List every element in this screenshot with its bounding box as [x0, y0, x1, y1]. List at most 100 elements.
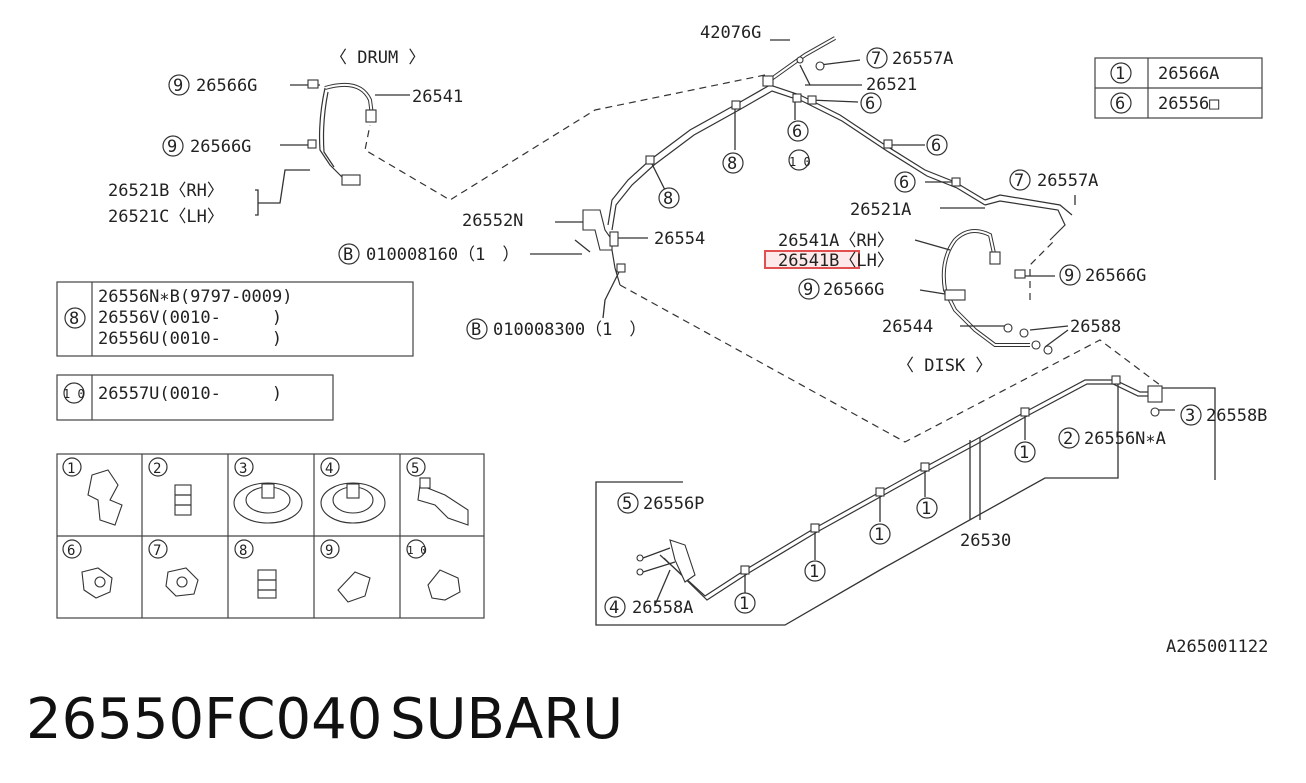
- marker-4: 4: [604, 596, 626, 618]
- svg-text:7: 7: [871, 49, 881, 69]
- callout-26521C: 26521C〈LH〉: [108, 207, 224, 227]
- svg-text:1 0: 1 0: [407, 544, 427, 557]
- clip-cell: 8: [234, 539, 277, 599]
- marker-1: 1: [734, 592, 756, 614]
- svg-text:9: 9: [173, 76, 183, 96]
- callout-26541A: 26541A〈RH〉: [778, 231, 894, 251]
- svg-text:4: 4: [609, 598, 619, 618]
- dashed-outlines: [364, 74, 1161, 443]
- clip-cell: 4: [320, 457, 386, 524]
- marker-3: 3: [1180, 404, 1202, 426]
- section-label-drum: 〈 DRUM 〉: [330, 48, 425, 68]
- highlighted-part-box: [764, 250, 860, 269]
- marker-7: 7: [1009, 169, 1031, 191]
- svg-text:8: 8: [69, 309, 79, 329]
- marker-10: 1 0: [788, 149, 811, 171]
- clip-cell: 1: [62, 457, 123, 526]
- circle-markers: 9 9 7 6 6 1 0 8 8 6 6 7 B B 9 9 3 2 1 1 …: [162, 47, 1202, 618]
- svg-text:9: 9: [325, 543, 333, 559]
- svg-text:26566A: 26566A: [1158, 64, 1219, 84]
- marker-bolt: B: [466, 318, 488, 340]
- callout-26558B: 26558B: [1206, 406, 1267, 426]
- clip-cell: 6: [62, 539, 113, 599]
- disk-assembly: [914, 229, 1069, 355]
- callout-26566G-a: 26566G: [196, 76, 257, 96]
- svg-text:1: 1: [739, 594, 749, 614]
- callout-26558A: 26558A: [632, 598, 693, 618]
- variant-row: 26556N∗B(9797-0009): [98, 287, 292, 307]
- marker-1: 1: [869, 523, 891, 545]
- svg-text:6: 6: [865, 94, 875, 114]
- marker-7: 7: [866, 47, 888, 69]
- marker-6: 6: [894, 171, 916, 193]
- marker-9: 9: [798, 278, 820, 300]
- callout-26521A: 26521A: [850, 200, 911, 220]
- svg-text:9: 9: [803, 280, 813, 300]
- clip-cell: 5: [406, 457, 469, 526]
- callout-26541: 26541: [412, 87, 463, 107]
- svg-text:4: 4: [325, 461, 333, 477]
- marker-2: 2: [1058, 427, 1080, 449]
- callout-26566G-c: 26566G: [823, 280, 884, 300]
- callout-26557A-right: 26557A: [1037, 171, 1098, 191]
- svg-text:1: 1: [921, 499, 931, 519]
- brand-name: SUBARU: [390, 687, 623, 752]
- marker-8: 8: [658, 187, 680, 209]
- clip-cell: 7: [148, 539, 199, 597]
- svg-text:1: 1: [1019, 443, 1029, 463]
- callout-labels: 〈 DRUM 〉 〈 DISK 〉 42076G 26557A 26521 26…: [108, 23, 1268, 657]
- clip-grid: 1 2 3 4 5 6 7: [56, 453, 485, 619]
- svg-text:6: 6: [792, 122, 802, 142]
- variant-table-8: 8 26556N∗B(9797-0009) 26556V(0010- ) 265…: [56, 281, 414, 357]
- svg-text:1 0: 1 0: [63, 387, 85, 401]
- svg-text:1: 1: [809, 562, 819, 582]
- marker-6: 6: [926, 134, 948, 156]
- callout-26556NA: 26556N∗A: [1084, 429, 1166, 449]
- svg-text:6: 6: [931, 136, 941, 156]
- clip-cell: 2: [148, 457, 192, 516]
- part-number: 26550FC040: [26, 687, 382, 752]
- callout-26588: 26588: [1070, 317, 1121, 337]
- svg-text:8: 8: [663, 189, 673, 209]
- callout-26566G-d: 26566G: [1085, 266, 1146, 286]
- callout-26521B: 26521B〈RH〉: [108, 181, 224, 201]
- legend-row: 6 26556□: [1110, 92, 1220, 114]
- marker-9: 9: [162, 135, 184, 157]
- callout-26521: 26521: [866, 75, 917, 95]
- center-bracket-assembly: [530, 209, 648, 319]
- svg-text:5: 5: [411, 461, 419, 477]
- callout-26566G-b: 26566G: [190, 137, 251, 157]
- legend-row: 1 26566A: [1110, 62, 1219, 84]
- svg-text:B: B: [471, 320, 481, 340]
- legend-table: 1 26566A 6 26556□: [1094, 57, 1263, 119]
- callout-26556P: 26556P: [643, 494, 704, 514]
- callout-bolt-010008160: 010008160（1 ）: [366, 245, 519, 265]
- clip-cell: 3: [233, 457, 303, 524]
- svg-text:7: 7: [1014, 171, 1024, 191]
- svg-text:9: 9: [1064, 266, 1074, 286]
- callout-bolt-010008300: 010008300（1 ）: [493, 320, 646, 340]
- marker-6: 6: [787, 120, 809, 142]
- callout-26544: 26544: [882, 317, 933, 337]
- callout-26530: 26530: [960, 531, 1011, 551]
- svg-text:1: 1: [1115, 64, 1125, 84]
- marker-9: 9: [1059, 264, 1081, 286]
- callout-26554: 26554: [654, 229, 705, 249]
- callout-26552N: 26552N: [462, 211, 523, 231]
- section-label-disk: 〈 DISK 〉: [897, 356, 992, 376]
- marker-bolt: B: [338, 243, 360, 265]
- variant-row: 26557U(0010- ): [98, 384, 282, 404]
- marker-8: 8: [722, 152, 744, 174]
- svg-text:1: 1: [874, 525, 884, 545]
- diagram-id: A265001122: [1166, 637, 1268, 657]
- marker-1: 1: [1014, 441, 1036, 463]
- svg-text:3: 3: [1185, 406, 1195, 426]
- drum-assembly: [255, 79, 410, 216]
- svg-text:1: 1: [67, 461, 75, 477]
- svg-text:8: 8: [239, 543, 247, 559]
- svg-text:6: 6: [67, 543, 75, 559]
- callout-42076G: 42076G: [700, 23, 761, 43]
- svg-text:6: 6: [1115, 94, 1125, 114]
- callout-26557A-top: 26557A: [892, 49, 953, 69]
